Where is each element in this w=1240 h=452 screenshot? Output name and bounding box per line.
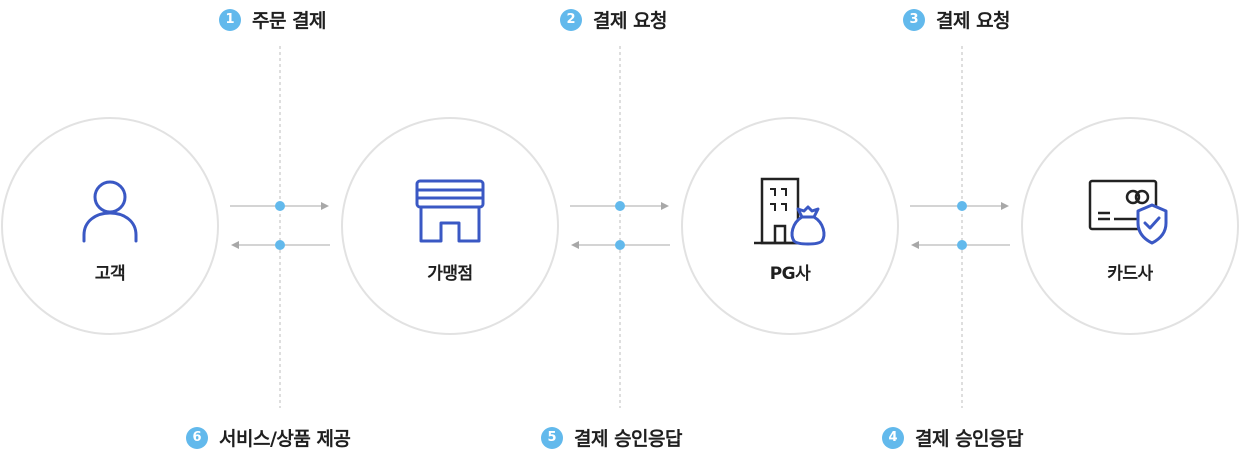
storefront-icon — [343, 119, 557, 269]
step-number-badge: 6 — [186, 426, 208, 449]
step-2-label: 2 결제 요청 — [560, 6, 668, 33]
step-4-label: 4 결제 승인응답 — [882, 424, 1024, 451]
step-text: 주문 결제 — [252, 10, 327, 32]
step-number-badge: 2 — [560, 8, 582, 31]
flow-dot — [615, 240, 625, 250]
flow-dot — [275, 240, 285, 250]
step-1-label: 1 주문 결제 — [219, 6, 327, 33]
step-6-label: 6 서비스/상품 제공 — [186, 424, 351, 451]
step-3-label: 3 결제 요청 — [903, 6, 1011, 33]
step-text: 결제 승인응답 — [574, 428, 683, 450]
node-card-company: 카드사 — [1021, 117, 1239, 335]
node-pg: PG사 — [681, 117, 899, 335]
flow-dot — [957, 240, 967, 250]
node-label: PG사 — [769, 264, 811, 284]
step-text: 결제 요청 — [936, 10, 1011, 32]
step-number-badge: 1 — [219, 8, 241, 31]
node-merchant: 가맹점 — [341, 117, 559, 335]
flow-dot — [957, 201, 967, 211]
node-label: 가맹점 — [427, 264, 473, 284]
building-moneybag-icon — [683, 119, 897, 269]
node-label: 카드사 — [1107, 264, 1153, 284]
step-number-badge: 5 — [541, 426, 563, 449]
step-number-badge: 4 — [882, 426, 904, 449]
card-shield-icon — [1023, 119, 1237, 269]
step-number-badge: 3 — [903, 8, 925, 31]
step-text: 결제 요청 — [593, 10, 668, 32]
node-label: 고객 — [94, 264, 126, 284]
node-customer: 고객 — [1, 117, 219, 335]
step-text: 서비스/상품 제공 — [219, 428, 351, 450]
flow-dot — [275, 201, 285, 211]
person-icon — [3, 119, 217, 269]
flow-dot — [615, 201, 625, 211]
step-text: 결제 승인응답 — [915, 428, 1024, 450]
step-5-label: 5 결제 승인응답 — [541, 424, 683, 451]
